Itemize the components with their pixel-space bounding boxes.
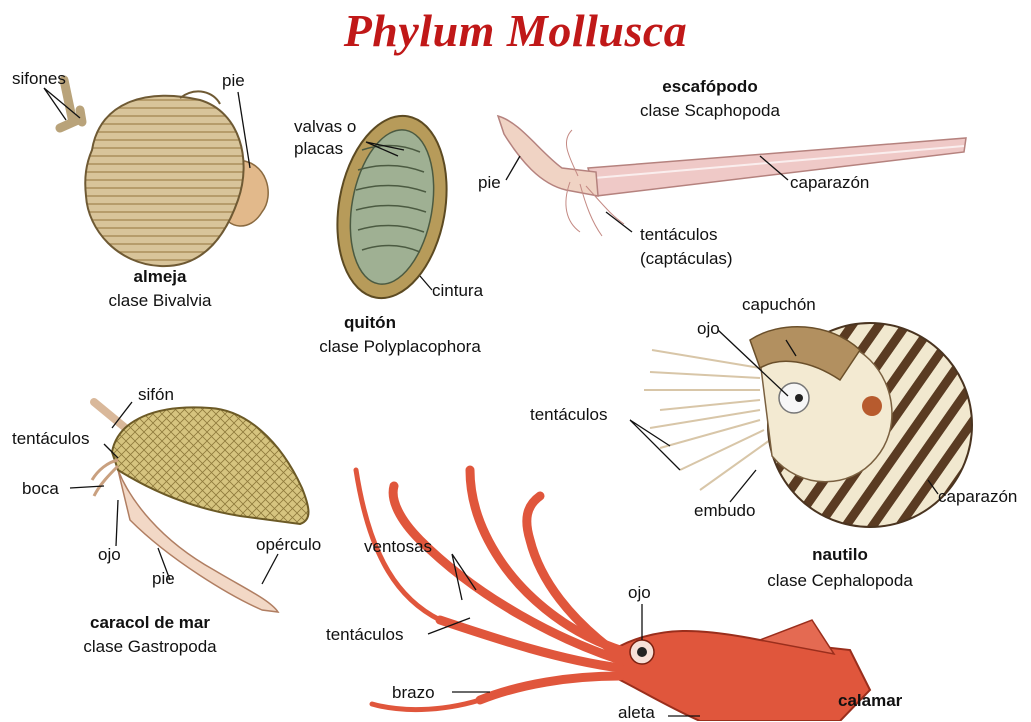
squid-suckers-label: ventosas bbox=[364, 538, 432, 556]
squid-fin-label: aleta bbox=[618, 704, 655, 722]
scaphopod-name: escafópodo bbox=[620, 78, 800, 96]
scaphopod-tentacles-label-line2: (captáculas) bbox=[640, 250, 733, 268]
squid-eye-label: ojo bbox=[628, 584, 651, 602]
snail-operculum-label: opérculo bbox=[256, 536, 321, 554]
snail-eye-label: ojo bbox=[98, 546, 121, 564]
scaphopod-tentacles-label-line1: tentáculos bbox=[640, 226, 718, 244]
nautilus-illustration bbox=[644, 323, 972, 527]
chiton-illustration bbox=[324, 107, 460, 307]
scaphopod-illustration bbox=[498, 116, 966, 236]
squid-arm-label: brazo bbox=[392, 684, 435, 702]
nautilus-shell-label: caparazón bbox=[938, 488, 1017, 506]
chiton-class: clase Polyplacophora bbox=[290, 338, 510, 356]
scaphopod-class: clase Scaphopoda bbox=[610, 102, 810, 120]
nautilus-name: nautilo bbox=[790, 546, 890, 564]
scaphopod-foot-label: pie bbox=[478, 174, 501, 192]
snail-siphon-label: sifón bbox=[138, 386, 174, 404]
nautilus-tentacles-label: tentáculos bbox=[530, 406, 608, 424]
snail-tentacles-label: tentáculos bbox=[12, 430, 90, 448]
nautilus-hood-label: capuchón bbox=[742, 296, 816, 314]
scaphopod-shell-label: caparazón bbox=[790, 174, 869, 192]
chiton-name: quitón bbox=[330, 314, 410, 332]
clam-class: clase Bivalvia bbox=[80, 292, 240, 310]
clam-name: almeja bbox=[100, 268, 220, 286]
chiton-plates-label-line2: placas bbox=[294, 140, 343, 158]
clam-foot-label: pie bbox=[222, 72, 245, 90]
nautilus-class: clase Cephalopoda bbox=[730, 572, 950, 590]
nautilus-funnel-label: embudo bbox=[694, 502, 755, 520]
chiton-girdle-label: cintura bbox=[432, 282, 483, 300]
chiton-plates-label-line1: valvas o bbox=[294, 118, 356, 136]
snail-mouth-label: boca bbox=[22, 480, 59, 498]
squid-name: calamar bbox=[838, 692, 902, 710]
nautilus-eye-label: ojo bbox=[697, 320, 720, 338]
snail-name: caracol de mar bbox=[50, 614, 250, 632]
clam-siphons-label: sifones bbox=[12, 70, 66, 88]
squid-tentacles-label: tentáculos bbox=[326, 626, 404, 644]
snail-class: clase Gastropoda bbox=[50, 638, 250, 656]
snail-foot-label: pie bbox=[152, 570, 175, 588]
snail-illustration bbox=[92, 402, 309, 612]
clam-illustration bbox=[60, 80, 268, 266]
